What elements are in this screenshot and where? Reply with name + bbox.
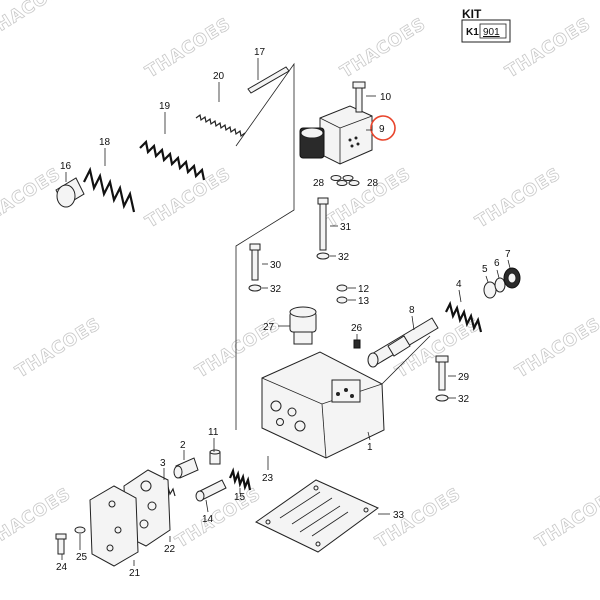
part-4-spring[interactable]	[445, 300, 483, 333]
callout-layer: 17 20 19 18 16 10 9 28 28 31 32 30 32 12…	[56, 47, 511, 579]
part-30-bolt[interactable]	[249, 243, 261, 281]
part-27-plug[interactable]	[289, 306, 317, 345]
part-29-bolt[interactable]	[435, 355, 449, 391]
callout-5: 5	[482, 264, 488, 275]
kit-key: K1	[466, 27, 479, 38]
watermark-text: THACOES	[337, 14, 430, 82]
callout-12: 12	[358, 284, 370, 295]
callout-3: 3	[160, 458, 166, 469]
callout-32a: 32	[338, 252, 350, 263]
watermark-text: THACOES	[322, 164, 415, 232]
watermark-text: THACOES	[472, 164, 565, 232]
callout-1: 1	[367, 442, 373, 453]
part-33-separator-plate[interactable]	[255, 479, 379, 553]
part-14-spool[interactable]	[195, 479, 227, 502]
kit-value: 901	[483, 27, 500, 38]
callout-14: 14	[202, 514, 214, 525]
part-18-spring[interactable]	[83, 166, 136, 213]
assembly-boundary-lines	[235, 62, 431, 430]
part-32-washer-c[interactable]	[435, 394, 449, 402]
part-2-spool[interactable]	[173, 457, 199, 479]
callout-20: 20	[213, 71, 225, 82]
watermark-text: THACOES	[12, 314, 105, 382]
callout-28b: 28	[367, 178, 379, 189]
part-19-spring[interactable]	[139, 139, 206, 181]
callout-7: 7	[505, 249, 511, 260]
part-5-ring[interactable]	[483, 281, 497, 299]
part-15-spring[interactable]	[228, 467, 252, 491]
callout-21: 21	[129, 568, 141, 579]
callout-29: 29	[458, 372, 470, 383]
callout-30: 30	[270, 260, 282, 271]
callout-11: 11	[208, 427, 219, 438]
watermark-text: THACOES	[172, 484, 265, 552]
watermark-text: THACOES	[532, 484, 600, 552]
part-1-valve-body[interactable]	[261, 351, 385, 459]
callout-6: 6	[494, 258, 500, 269]
callout-24: 24	[56, 562, 68, 573]
part-7-plug[interactable]	[503, 267, 521, 289]
callout-31: 31	[340, 222, 352, 233]
callout-25: 25	[76, 552, 88, 563]
part-10-bolt[interactable]	[352, 81, 366, 113]
callout-26: 26	[351, 323, 363, 334]
part-13-o-ring[interactable]	[336, 296, 348, 304]
part-26-screw[interactable]	[353, 339, 361, 349]
part-8-spool[interactable]	[367, 317, 439, 368]
part-9-solenoid-valve[interactable]	[299, 105, 373, 165]
callout-27: 27	[263, 322, 275, 333]
watermark-text: THACOES	[372, 484, 465, 552]
callout-32b: 32	[270, 284, 282, 295]
part-16-cap[interactable]	[55, 177, 85, 208]
watermark-text: THACOES	[142, 164, 235, 232]
watermark-text: THACOES	[512, 314, 600, 382]
callout-16: 16	[60, 161, 72, 172]
callout-23: 23	[262, 473, 274, 484]
callout-10: 10	[380, 92, 392, 103]
callout-28a: 28	[313, 178, 325, 189]
watermark-text: THACOES	[502, 14, 595, 82]
part-28-o-rings[interactable]	[330, 175, 360, 186]
watermark-text: THACOES	[0, 164, 65, 232]
callout-17: 17	[254, 47, 266, 58]
part-32-washer-a[interactable]	[316, 252, 330, 260]
part-11-plug[interactable]	[209, 449, 221, 465]
kit-box[interactable]: KIT K1 901	[461, 7, 511, 43]
watermark-text: THACOES	[0, 0, 75, 42]
callout-18: 18	[99, 137, 111, 148]
part-31-bolt[interactable]	[317, 197, 329, 251]
part-20-spring[interactable]	[195, 113, 246, 138]
kit-title: KIT	[462, 7, 482, 21]
part-32-washer-b[interactable]	[248, 284, 262, 292]
callout-9-highlight	[370, 115, 396, 141]
callout-13: 13	[358, 296, 370, 307]
part-12-plug[interactable]	[336, 284, 348, 292]
part-21-plate[interactable]	[89, 485, 139, 567]
callout-9: 9	[379, 124, 385, 135]
callout-15: 15	[234, 492, 246, 503]
callout-19: 19	[159, 101, 171, 112]
callout-33: 33	[393, 510, 405, 521]
part-24-bolt[interactable]	[55, 533, 67, 555]
part-6-ring[interactable]	[494, 277, 506, 293]
callout-4: 4	[456, 279, 462, 290]
kit-value-frame	[479, 23, 507, 39]
callout-22: 22	[164, 544, 176, 555]
callout-2: 2	[180, 440, 186, 451]
part-25-washer[interactable]	[74, 526, 86, 534]
callout-8: 8	[409, 305, 415, 316]
callout-32c: 32	[458, 394, 470, 405]
